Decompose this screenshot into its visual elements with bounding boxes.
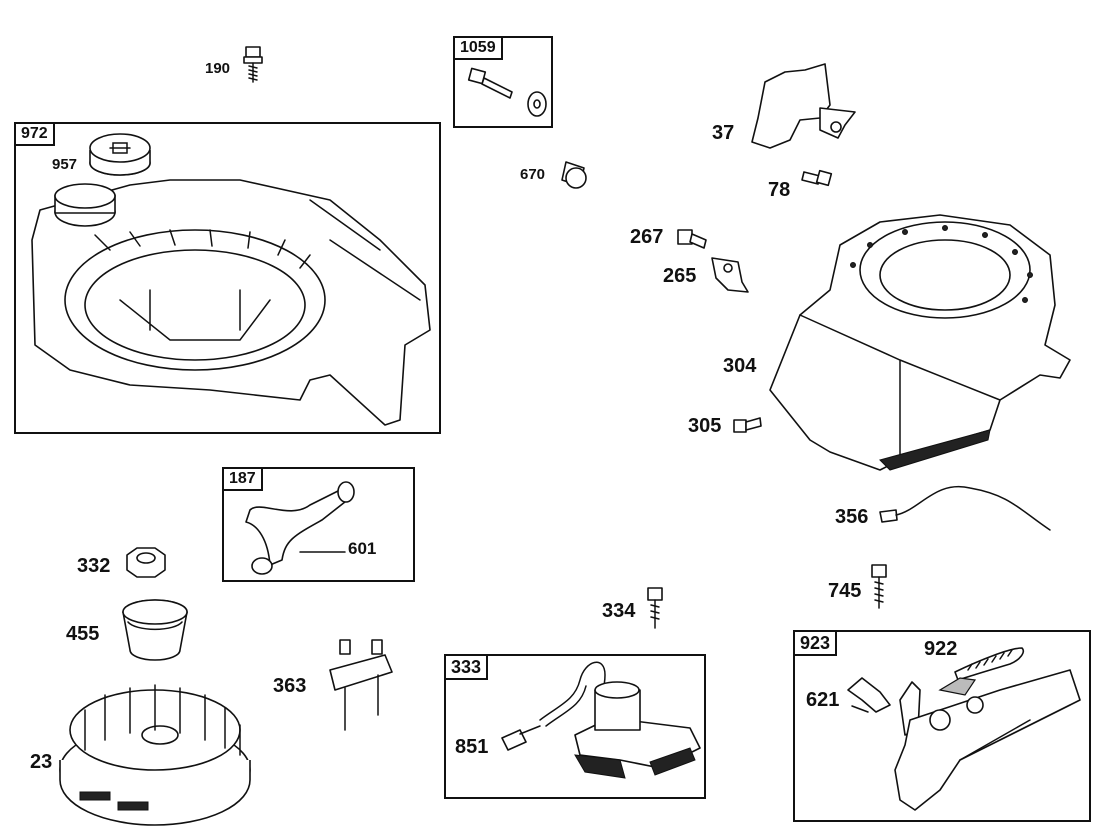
screw-745-drawing xyxy=(871,564,887,609)
bushing-670-drawing xyxy=(561,161,587,189)
part-label-455: 455 xyxy=(66,623,100,645)
screw-334-drawing xyxy=(647,587,663,629)
part-label-265: 265 xyxy=(663,265,697,287)
flywheel-23-drawing xyxy=(59,684,251,826)
part-label-187: 187 xyxy=(224,469,263,491)
screw-267-drawing xyxy=(677,229,707,249)
clip-265-drawing xyxy=(711,257,749,293)
kit-box-333 xyxy=(444,654,706,799)
fuel-tank-972-drawing xyxy=(31,179,431,426)
cup-455-drawing xyxy=(122,599,188,661)
part-label-601: 601 xyxy=(348,539,377,558)
part-label-23: 23 xyxy=(30,751,53,773)
part-label-305: 305 xyxy=(688,415,722,437)
part-label-356: 356 xyxy=(835,506,869,528)
kit-box-972 xyxy=(14,122,441,434)
part-label-304: 304 xyxy=(723,355,757,377)
part-label-78: 78 xyxy=(768,179,791,201)
blower-housing-304-drawing xyxy=(769,214,1071,471)
part-label-851: 851 xyxy=(455,736,489,758)
armature-333-drawing xyxy=(539,661,701,779)
part-label-333: 333 xyxy=(446,656,489,680)
kit-box-1059 xyxy=(453,36,553,128)
part-label-621: 621 xyxy=(806,689,840,711)
hose-601-drawing xyxy=(245,481,355,575)
guard-37-drawing xyxy=(751,63,856,149)
link-621-drawing xyxy=(847,677,891,713)
screw-190-drawing xyxy=(243,46,263,83)
part-label-670: 670 xyxy=(520,166,546,183)
part-label-332: 332 xyxy=(77,555,111,577)
part-label-957: 957 xyxy=(52,156,78,173)
kit-box-923 xyxy=(793,630,1091,822)
part-label-267: 267 xyxy=(630,226,664,248)
bracket-363-drawing xyxy=(329,639,393,731)
part-label-37: 37 xyxy=(712,122,735,144)
spring-922-drawing xyxy=(954,647,1025,681)
governor-923-drawing xyxy=(894,669,1081,811)
oil-cap-957-drawing xyxy=(89,133,151,176)
screw-78-drawing xyxy=(801,169,833,187)
part-label-745: 745 xyxy=(828,580,862,602)
part-label-190: 190 xyxy=(205,60,231,77)
screw-305-drawing xyxy=(733,417,762,433)
part-label-923: 923 xyxy=(795,632,838,656)
wire-356-drawing xyxy=(879,485,1051,531)
kit-box-187 xyxy=(222,467,415,582)
part-label-334: 334 xyxy=(602,600,636,622)
part-label-972: 972 xyxy=(16,124,55,146)
part-label-1059: 1059 xyxy=(455,38,503,60)
nut-332-drawing xyxy=(126,547,166,578)
screw-washer-1059-drawing xyxy=(467,67,547,117)
part-label-363: 363 xyxy=(273,675,307,697)
terminal-851-drawing xyxy=(501,725,541,751)
part-label-922: 922 xyxy=(924,638,958,660)
